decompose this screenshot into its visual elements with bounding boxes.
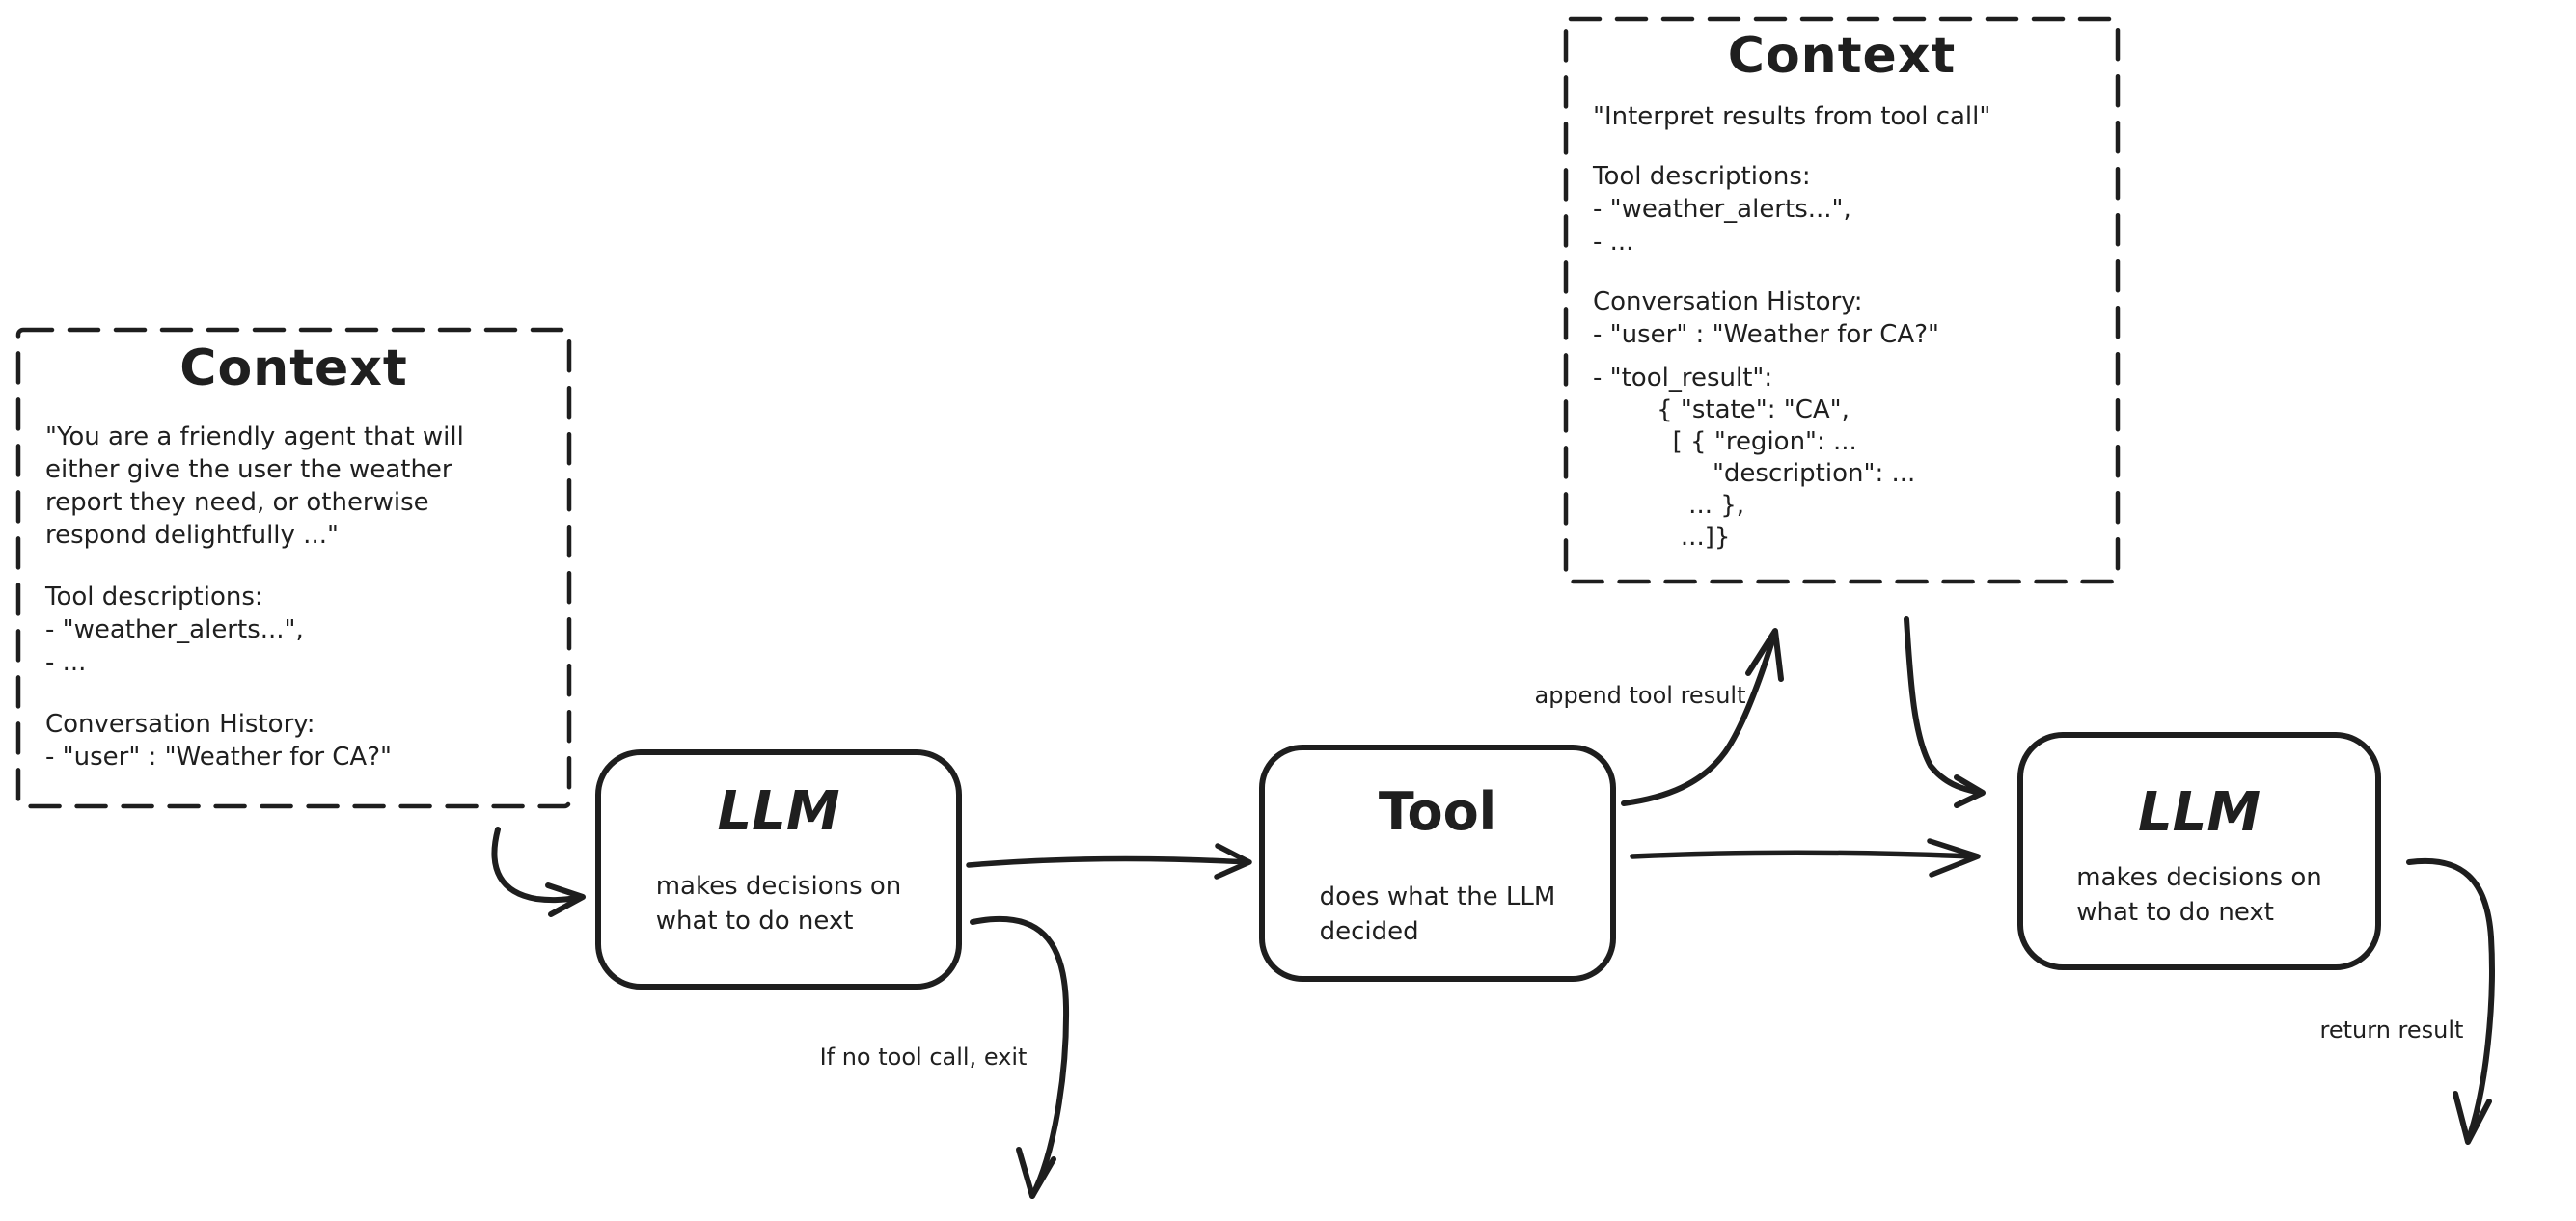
arrow-context-top-to-llm2 <box>1904 616 1986 808</box>
edge-label-return-result: return result <box>2319 1017 2464 1044</box>
llm-second-box-outline <box>2017 732 2381 970</box>
tool-subtitle: does what the LLM decided <box>1319 882 1556 946</box>
context-left-tool-descriptions: Tool descriptions: - "weather_alerts..."… <box>45 583 304 677</box>
arrow-context-left-to-llm1 <box>491 827 586 917</box>
llm-first-box-outline <box>595 749 962 990</box>
llm-second-subtitle: makes decisions on what to do next <box>2076 863 2322 927</box>
arrow-llm1-to-tool <box>966 843 1252 880</box>
arrow-llm1-exit <box>970 915 1070 1199</box>
context-left-conversation-history: Conversation History: - "user" : "Weathe… <box>45 710 392 772</box>
context-left-box: Context "You are a friendly agent that w… <box>16 328 571 808</box>
context-top-box: Context "Interpret results from tool cal… <box>1564 17 2120 583</box>
context-top-tool-result: - "tool_result": { "state": "CA", [ { "r… <box>1593 364 1916 552</box>
tool-box-outline <box>1259 745 1616 982</box>
edge-label-append-tool-result: append tool result <box>1534 682 1746 709</box>
llm-second-node: LLM makes decisions on what to do next <box>2018 733 2380 969</box>
tool-title: Tool <box>1378 781 1497 842</box>
llm-first-subtitle: makes decisions on what to do next <box>655 872 902 936</box>
arrow-tool-to-context-top <box>1621 628 1784 806</box>
context-top-conversation-history: Conversation History: - "user" : "Weathe… <box>1593 287 1939 349</box>
llm-first-title: LLM <box>717 780 840 843</box>
edge-label-no-tool-call-exit: If no tool call, exit <box>819 1044 1028 1071</box>
context-top-tool-descriptions: Tool descriptions: - "weather_alerts..."… <box>1593 162 1851 257</box>
tool-node: Tool does what the LLM decided <box>1259 745 1616 982</box>
context-top-title: Context <box>1727 27 1957 85</box>
llm-second-title: LLM <box>2137 781 2261 844</box>
context-left-box-outline <box>15 327 572 809</box>
context-left-title: Context <box>179 339 408 397</box>
arrow-tool-to-llm2 <box>1630 838 1981 878</box>
context-top-system-prompt: "Interpret results from tool call" <box>1593 102 1991 131</box>
arrow-llm2-return <box>2406 857 2495 1145</box>
llm-first-node: LLM makes decisions on what to do next <box>595 749 962 989</box>
context-left-system-prompt: "You are a friendly agent that will eith… <box>45 422 464 550</box>
